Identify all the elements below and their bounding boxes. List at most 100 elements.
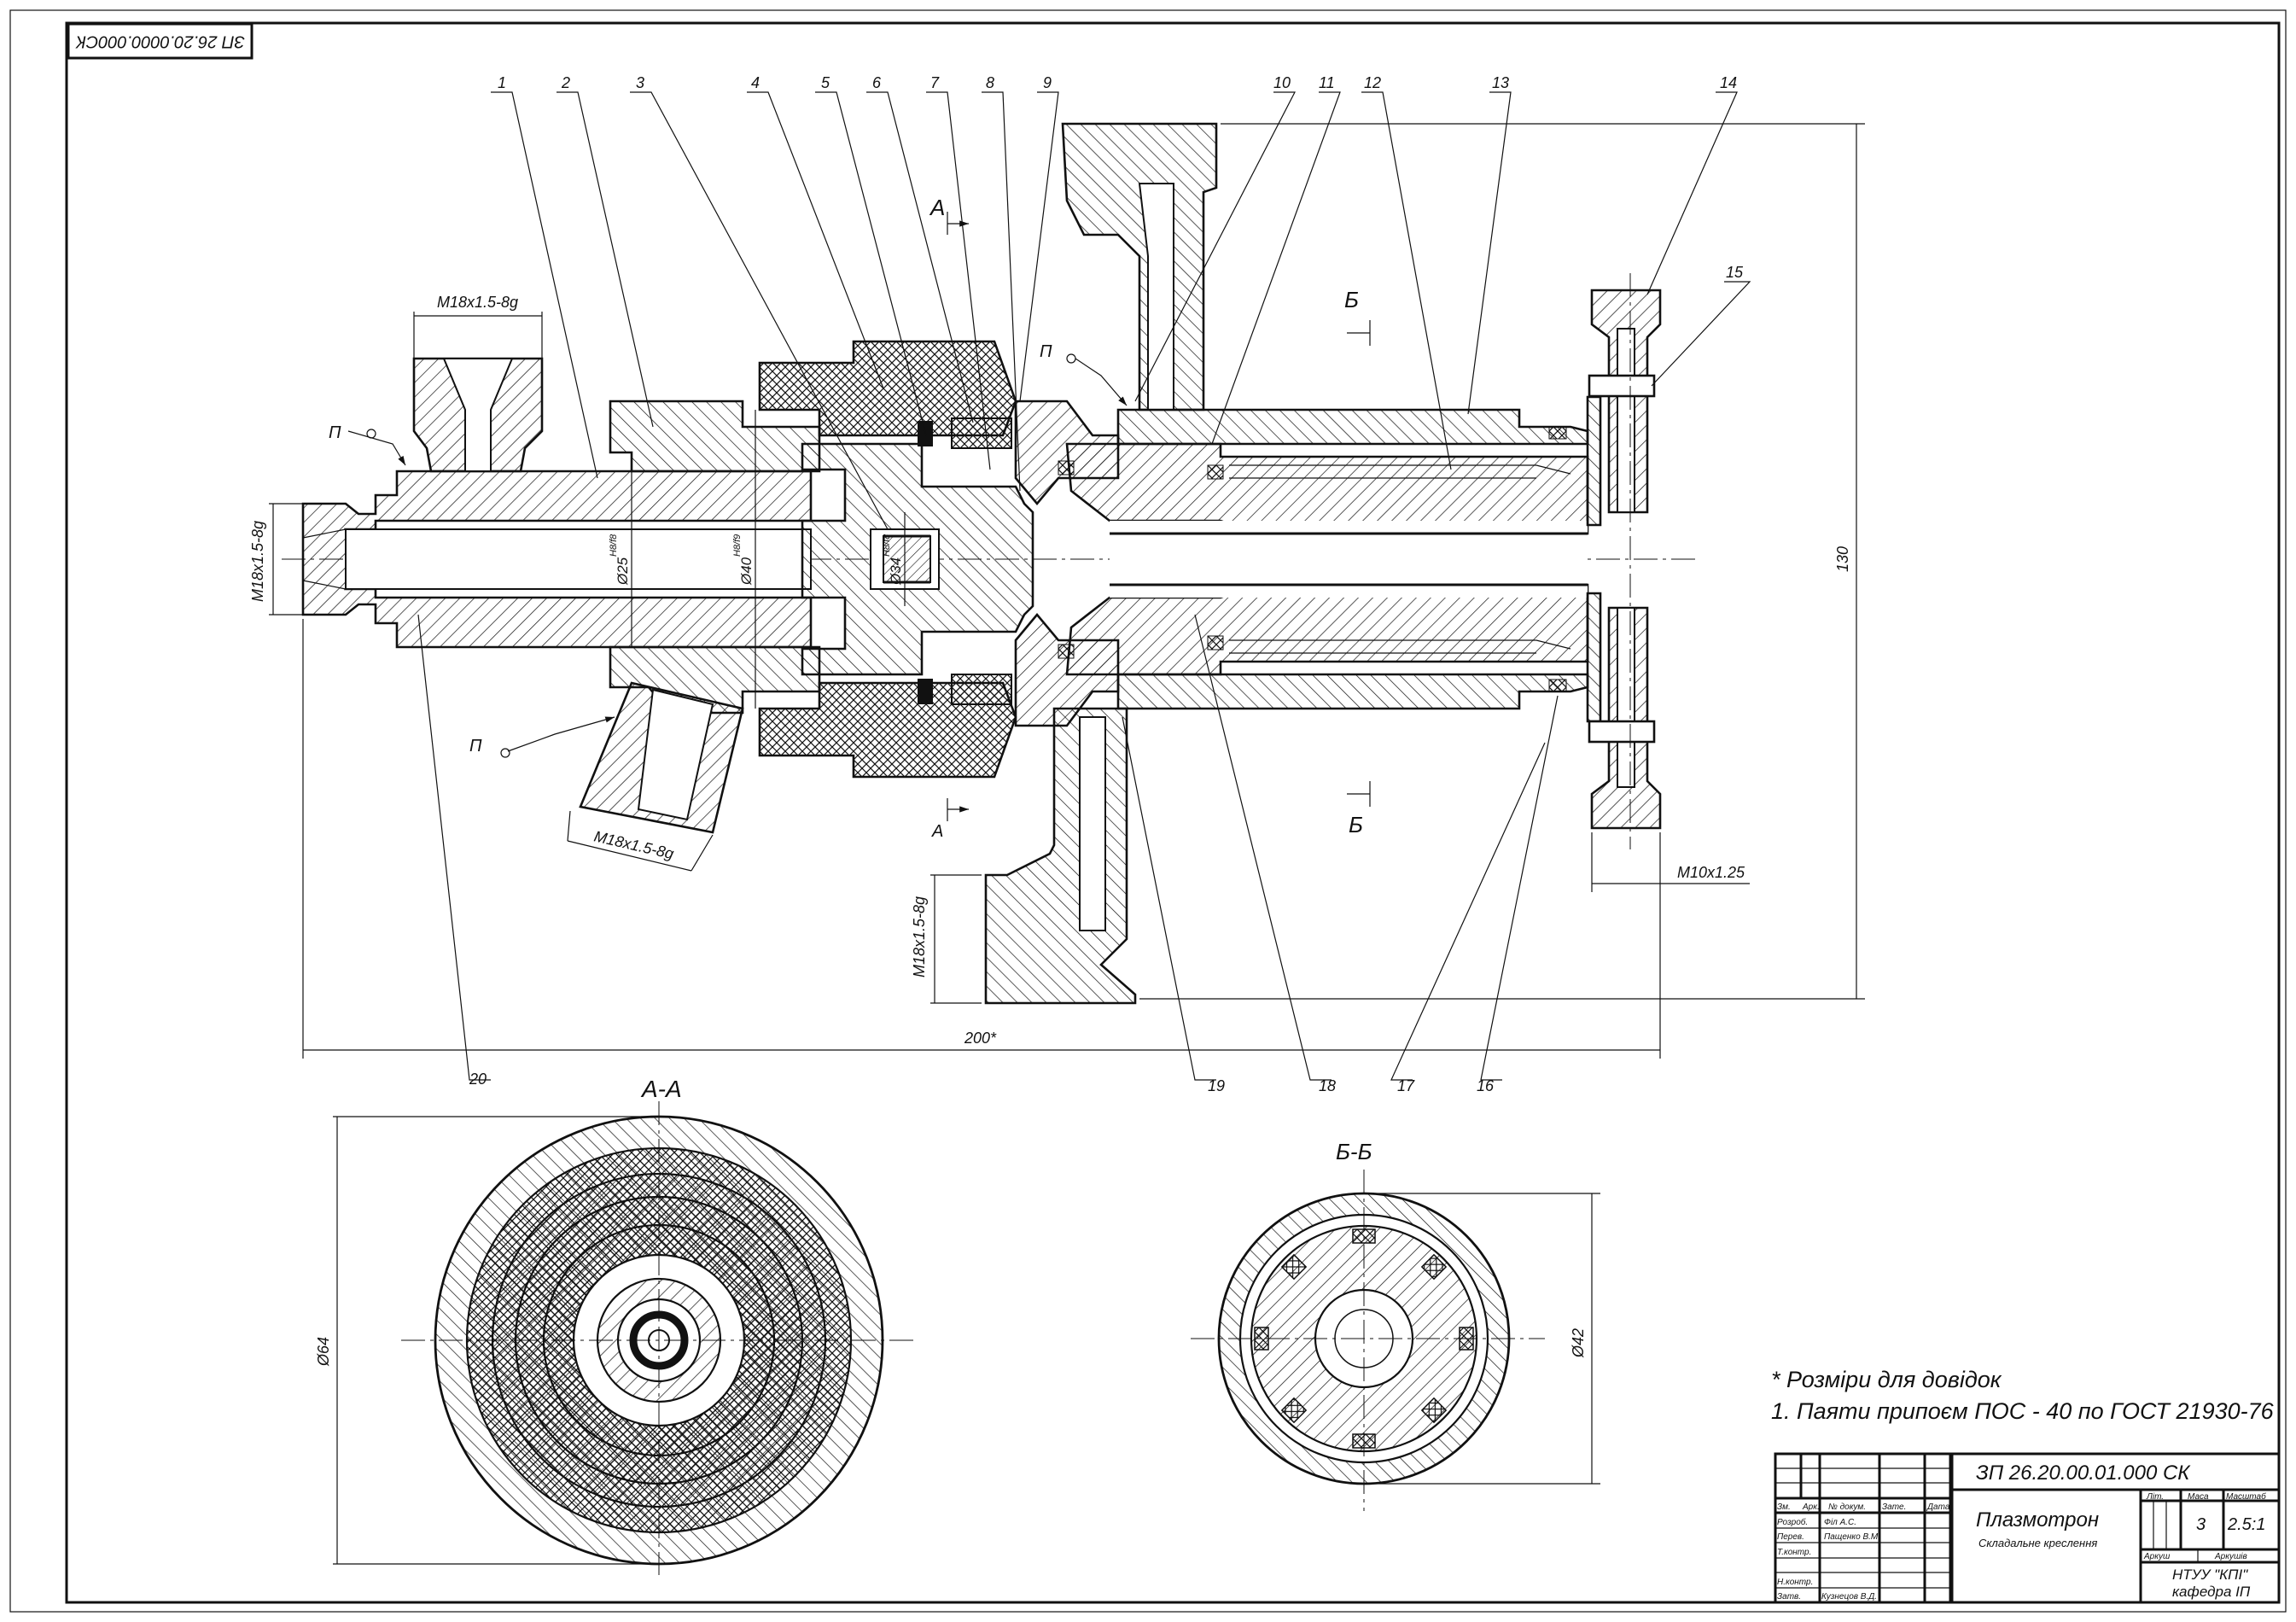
main-section-view: П П П xyxy=(282,122,1699,1005)
callout-1: 1 xyxy=(498,74,506,91)
dim-d25-fit: H8/f8 xyxy=(609,534,619,557)
drawing-frame xyxy=(65,21,2281,1604)
stamp-code-box: ЗП 26.20.0000.000СК xyxy=(67,22,253,60)
tb-r-zatv: Затв. xyxy=(1777,1592,1801,1602)
water-fitting-top-nut xyxy=(1588,374,1656,398)
tb-r-perev: Перев. xyxy=(1777,1532,1804,1542)
title-block: ЗП 26.20.00.01.000 СК Плазмотрон Складал… xyxy=(1774,1452,2281,1604)
callout-3: 3 xyxy=(636,74,644,91)
solder-leader-2 xyxy=(507,716,615,752)
tb-r-razrob: Розроб. xyxy=(1777,1517,1808,1527)
end-cap-top xyxy=(1586,395,1602,527)
callout-11: 11 xyxy=(1319,74,1335,91)
body-upper xyxy=(609,400,821,473)
note-reference-dims: * Розміри для довідок xyxy=(1771,1367,2002,1392)
tb-masa: 3 xyxy=(2196,1515,2206,1534)
tb-n-zatv: Кузнецов В.Д. xyxy=(1821,1592,1877,1602)
callout-8: 8 xyxy=(986,74,994,91)
callout-numbers: 1 2 3 4 5 6 7 8 9 10 11 12 13 14 15 16 1… xyxy=(469,74,1744,1094)
water-fitting-bottom-nut xyxy=(1588,720,1656,744)
tb-subtitle: Складальне креслення xyxy=(1978,1537,2097,1549)
outer-sheet-border xyxy=(9,9,2287,1613)
nozzle-cone-bottom xyxy=(1065,583,1589,676)
callout-4: 4 xyxy=(751,74,760,91)
callout-7: 7 xyxy=(930,74,940,91)
dim-thread-left: M18x1.5-8g xyxy=(249,521,266,602)
callout-9: 9 xyxy=(1043,74,1052,91)
dim-d25: Ø25 xyxy=(615,557,631,586)
outer-casing-bottom xyxy=(1116,673,1589,710)
dim-length: 200* xyxy=(964,1030,997,1047)
water-channel-bottom xyxy=(1229,639,1571,654)
tb-r-tkontr: Т.контр. xyxy=(1777,1548,1811,1557)
solder-mark-2: П xyxy=(469,737,482,756)
dim-thread-right: M10x1.25 xyxy=(1677,864,1745,881)
callout-6: 6 xyxy=(872,74,882,91)
o-ring-4 xyxy=(1207,635,1224,651)
lower-gas-pipe xyxy=(984,707,1137,1005)
solder-mark-1: П xyxy=(329,423,341,442)
outer-casing-top xyxy=(1116,408,1589,446)
dim-d40-fit: H8/f9 xyxy=(732,534,743,557)
tb-h-scale: Масштаб xyxy=(2226,1491,2266,1502)
o-ring-6 xyxy=(1548,679,1567,692)
callout-14: 14 xyxy=(1720,74,1737,91)
water-fitting-top-bore xyxy=(1617,328,1635,513)
callout-16: 16 xyxy=(1477,1077,1495,1094)
insulator-top xyxy=(951,417,1012,449)
o-ring-1 xyxy=(1058,460,1075,476)
tb-r-nkontr: Н.контр. xyxy=(1777,1578,1813,1587)
section-view-bb: Б-Б Ø42 xyxy=(1191,1139,1600,1511)
tb-org1: НТУУ "КПІ" xyxy=(2172,1567,2248,1583)
dim-d40: Ø40 xyxy=(738,557,755,586)
union-nut-lower xyxy=(758,681,1017,779)
nozzle-cone-top xyxy=(1065,442,1589,535)
tb-h-sign: Зате. xyxy=(1882,1502,1906,1512)
insulator-bottom xyxy=(951,674,1012,705)
note-soldering: 1. Паяти припоєм ПОС - 40 по ГОСТ 21930-… xyxy=(1771,1398,2275,1424)
upper-gas-pipe xyxy=(1061,122,1218,411)
callout-12: 12 xyxy=(1364,74,1381,91)
section-bb-title: Б-Б xyxy=(1336,1139,1372,1164)
callout-10: 10 xyxy=(1273,74,1291,91)
tb-scale: 2.5:1 xyxy=(2227,1515,2265,1534)
tb-n-razrob: Філ А.С. xyxy=(1824,1518,1856,1527)
o-ring-3 xyxy=(1058,644,1075,659)
section-cut-marks xyxy=(947,212,1371,821)
seal-bottom xyxy=(918,679,933,704)
inlet-bore xyxy=(345,528,812,590)
section-view-aa: А-А Ø64 xyxy=(315,1076,918,1575)
tb-doc-code: ЗП 26.20.00.01.000 СК xyxy=(1976,1462,2191,1485)
tb-h-ark: Арк. xyxy=(1802,1502,1820,1512)
tb-org2: кафедра ІП xyxy=(2172,1584,2251,1600)
dim-d42: Ø42 xyxy=(1570,1328,1587,1358)
o-ring-2 xyxy=(1207,464,1224,480)
solder-leader-1 xyxy=(347,430,406,466)
callout-17: 17 xyxy=(1397,1077,1415,1094)
tb-arkush: Аркуш xyxy=(2143,1552,2171,1561)
tb-h-zm: Зм. xyxy=(1777,1502,1791,1512)
section-aa-title: А-А xyxy=(640,1076,682,1102)
dim-d64: Ø64 xyxy=(315,1337,332,1367)
dim-thread-top: M18x1.5-8g xyxy=(437,294,518,311)
top-fitting-bore xyxy=(442,358,514,472)
end-cap-bottom xyxy=(1586,592,1602,723)
dimension-lines xyxy=(269,123,1865,1059)
lower-fitting-bore xyxy=(637,688,714,821)
dim-thread-bottom: M18x1.5-8g xyxy=(911,896,928,977)
tb-h-date: Дата xyxy=(1926,1502,1950,1512)
dim-d34: Ø34 xyxy=(888,557,904,586)
inlet-bore-taper xyxy=(302,528,347,590)
water-channel-top xyxy=(1229,464,1571,479)
callout-19: 19 xyxy=(1208,1077,1225,1094)
callout-13: 13 xyxy=(1492,74,1509,91)
tb-name: Плазмотрон xyxy=(1976,1508,2099,1532)
tb-h-masa: Маса xyxy=(2188,1492,2209,1502)
solder-mark-3: П xyxy=(1040,342,1052,361)
callout-20: 20 xyxy=(469,1071,487,1088)
callout-5: 5 xyxy=(821,74,830,91)
callout-2: 2 xyxy=(561,74,570,91)
tb-h-doc: № докум. xyxy=(1828,1502,1866,1512)
callout-18: 18 xyxy=(1319,1077,1336,1094)
